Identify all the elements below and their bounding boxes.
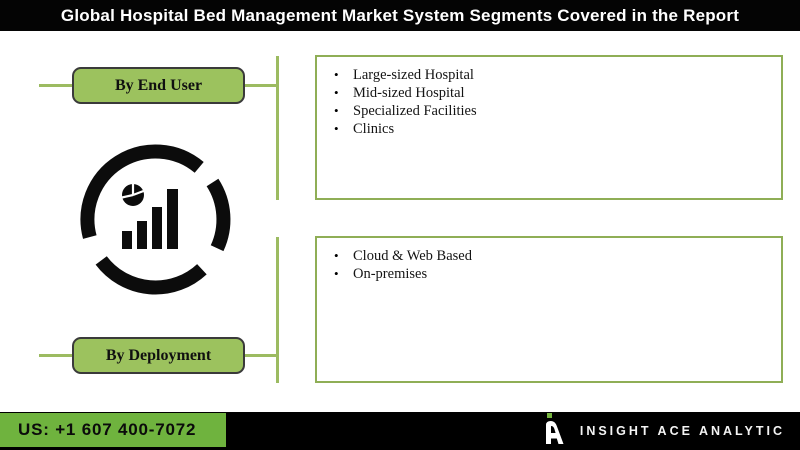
list-item: Mid-sized Hospital (334, 84, 781, 102)
segment-label-end-user: By End User (72, 67, 245, 104)
analytics-chart-ring-icon (78, 142, 233, 297)
brand-name: INSIGHT ACE ANALYTIC (579, 424, 785, 438)
connector-line (39, 354, 72, 357)
list-item: Large-sized Hospital (334, 66, 781, 84)
connector-line (276, 56, 279, 200)
phone-number: US: +1 607 400-7072 (0, 413, 226, 447)
end-user-list: Large-sized Hospital Mid-sized Hospital … (317, 66, 781, 138)
segment-label-deployment: By Deployment (72, 337, 245, 374)
connector-line (245, 84, 277, 87)
connector-line (245, 354, 277, 357)
deployment-list: Cloud & Web Based On-premises (317, 247, 781, 283)
connector-line (276, 237, 279, 383)
insight-ace-logo-icon (543, 412, 567, 450)
deployment-items-box: Cloud & Web Based On-premises (315, 236, 783, 383)
list-item: Clinics (334, 120, 781, 138)
connector-line (39, 84, 72, 87)
brand-block: INSIGHT ACE ANALYTIC (543, 412, 785, 450)
page-title: Global Hospital Bed Management Market Sy… (0, 0, 800, 31)
footer-bar: US: +1 607 400-7072 INSIGHT ACE ANALYTIC (0, 412, 800, 450)
list-item: On-premises (334, 265, 781, 283)
list-item: Cloud & Web Based (334, 247, 781, 265)
end-user-items-box: Large-sized Hospital Mid-sized Hospital … (315, 55, 783, 200)
list-item: Specialized Facilities (334, 102, 781, 120)
